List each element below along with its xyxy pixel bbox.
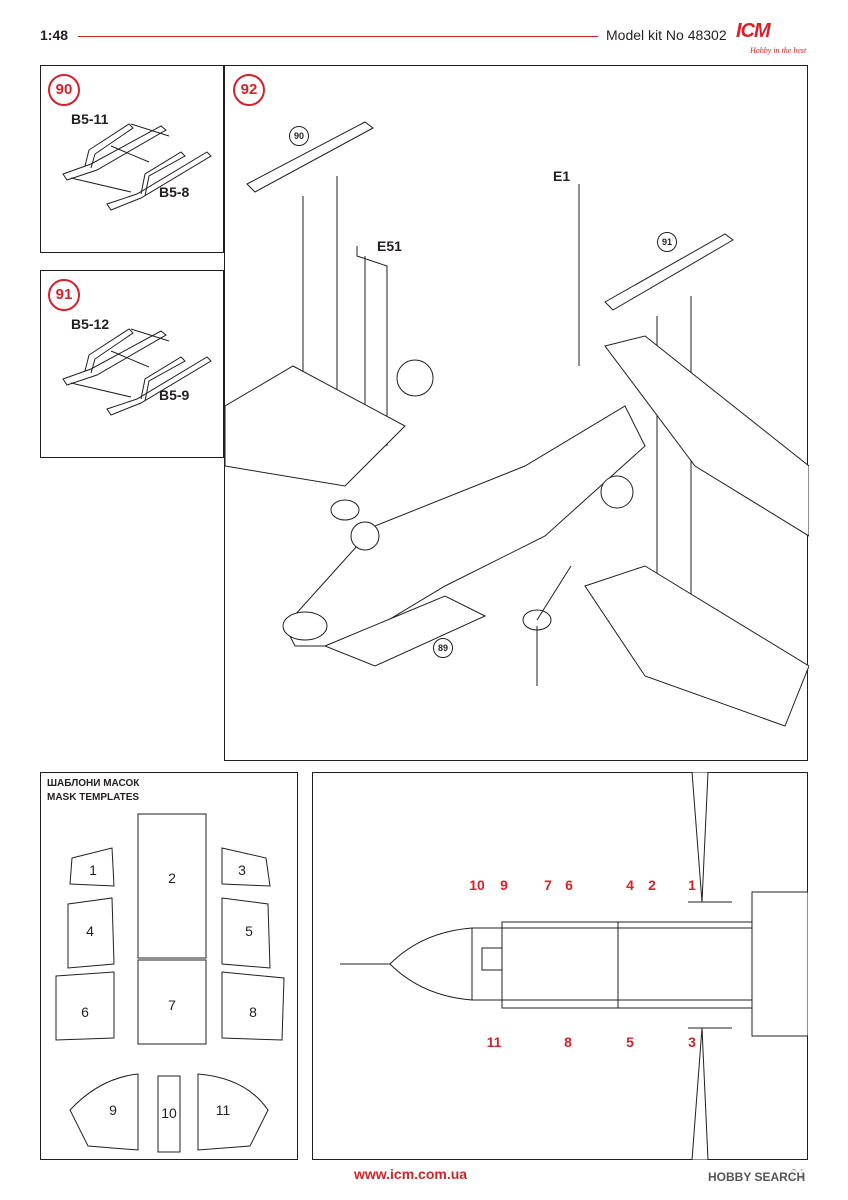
mask-number: 11 bbox=[215, 1102, 231, 1118]
part-label-e1: E1 bbox=[553, 168, 571, 184]
mask-number: 2 bbox=[168, 870, 176, 886]
part-label: B5-11 bbox=[71, 111, 109, 127]
step-91-panel: 91 B5-12 B5-9 bbox=[40, 270, 224, 458]
mask-number: 8 bbox=[249, 1004, 257, 1020]
canopy-label: 8 bbox=[564, 1034, 572, 1050]
canopy-label: 6 bbox=[565, 877, 573, 893]
aircraft-assembly-drawing bbox=[225, 121, 809, 727]
ref-step-90: 90 bbox=[289, 126, 309, 146]
part-label: B5-12 bbox=[71, 316, 110, 332]
canopy-label: 3 bbox=[688, 1034, 696, 1050]
step-90-drawing bbox=[62, 123, 212, 211]
title-english: MASK TEMPLATES bbox=[47, 792, 140, 803]
canopy-label: 10 bbox=[469, 877, 485, 893]
ref-step-91: 91 bbox=[657, 232, 677, 252]
logo-tagline: Hobby in the best bbox=[750, 46, 807, 55]
mask-number: 1 bbox=[89, 862, 97, 878]
part-label: B5-8 bbox=[159, 184, 190, 200]
step-90-panel: 90 B5-11 B5-8 bbox=[40, 65, 224, 253]
mask-number: 3 bbox=[238, 862, 246, 878]
step-90-badge: 90 bbox=[48, 74, 80, 106]
icm-logo: ICM Hobby in the best bbox=[736, 20, 806, 62]
ref-step-89: 89 bbox=[433, 638, 453, 658]
canopy-label: 11 bbox=[486, 1034, 502, 1050]
canopy-label: 2 bbox=[648, 877, 656, 893]
scale-label: 1:48 bbox=[40, 27, 69, 43]
step-91-drawing bbox=[62, 328, 212, 416]
step-91-badge: 91 bbox=[48, 279, 80, 311]
mask-number: 5 bbox=[245, 923, 253, 939]
canopy-label: 7 bbox=[544, 877, 552, 893]
step-92-panel: 92 E1 E51 90 91 89 bbox=[224, 65, 809, 761]
title-ukrainian: ШАБЛОНИ МАСОК bbox=[47, 778, 140, 789]
mask-number: 10 bbox=[161, 1105, 177, 1121]
step-92-badge: 92 bbox=[233, 74, 265, 106]
watermark: HOBBY SEARCH bbox=[706, 1170, 808, 1184]
mask-number: 4 bbox=[86, 923, 94, 939]
mask-shapes bbox=[55, 813, 285, 1153]
website-link[interactable]: www.icm.com.ua bbox=[354, 1166, 468, 1182]
mask-number: 9 bbox=[109, 1102, 117, 1118]
part-label: B5-9 bbox=[159, 387, 190, 403]
canopy-label: 1 bbox=[688, 877, 696, 893]
canopy-label: 9 bbox=[500, 877, 508, 893]
mask-templates-panel bbox=[40, 772, 298, 1160]
canopy-label: 4 bbox=[626, 877, 634, 893]
logo-brand: ICM bbox=[736, 20, 771, 42]
mask-number: 6 bbox=[81, 1004, 89, 1020]
part-label-e51: E51 bbox=[377, 238, 402, 254]
mask-templates-title: ШАБЛОНИ МАСОК MASK TEMPLATES bbox=[47, 777, 139, 805]
canopy-label: 5 bbox=[626, 1034, 634, 1050]
canopy-top-view-drawing bbox=[340, 772, 808, 1160]
mask-number: 7 bbox=[168, 997, 176, 1013]
kit-number: Model kit No 48302 bbox=[606, 27, 727, 43]
header-rule bbox=[78, 36, 598, 37]
